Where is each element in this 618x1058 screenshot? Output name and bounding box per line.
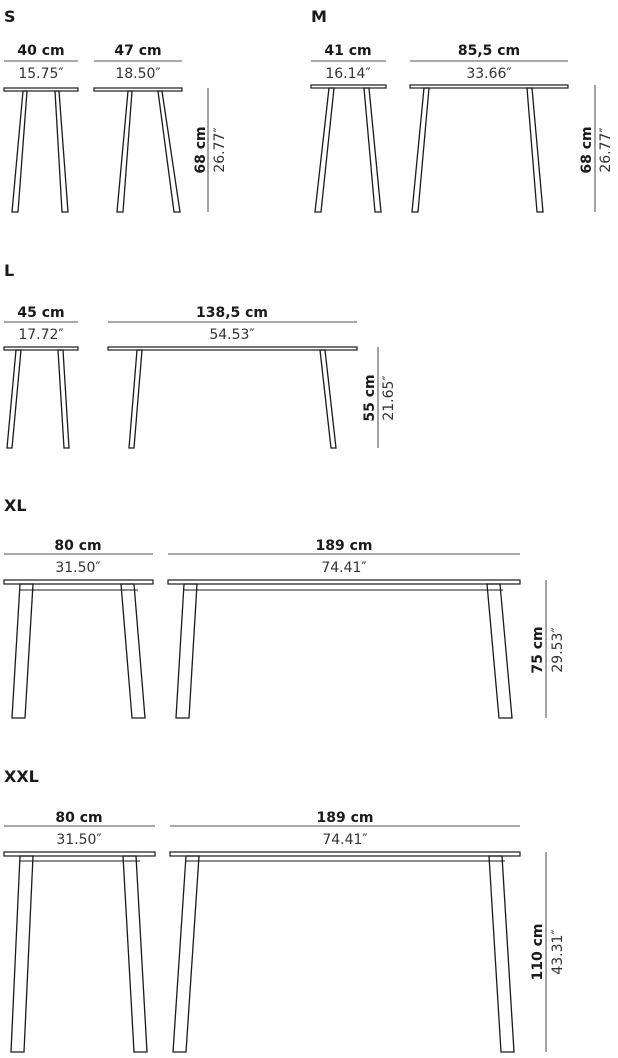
- size-xl-front-right-leg: [120, 583, 146, 719]
- size-l-side-right-leg: [319, 349, 337, 449]
- size-xxl-side-width-cm: 189 cm: [317, 810, 374, 826]
- size-m-front-width-in: 16.14″: [325, 66, 370, 82]
- size-m-side-view: 85,5 cm 33.66″: [409, 43, 569, 213]
- size-s-height: 68 cm 26.77″: [193, 88, 228, 212]
- size-s-front-width-in: 15.75″: [18, 66, 63, 82]
- size-xxl-side-width-in: 74.41″: [322, 832, 367, 848]
- size-xl-side-width-in: 74.41″: [321, 560, 366, 576]
- size-xl-front-width-cm: 80 cm: [54, 538, 101, 554]
- size-l-side-width-in: 54.53″: [209, 327, 254, 343]
- size-s-side-view: 47 cm 18.50″: [93, 43, 183, 213]
- size-l-height-cm: 55 cm: [362, 374, 378, 421]
- size-s-height-cm: 68 cm: [193, 126, 209, 173]
- size-xl-side-width-cm: 189 cm: [316, 538, 373, 554]
- size-xxl-front-width-cm: 80 cm: [55, 810, 102, 826]
- size-xxl-label: XXL: [4, 767, 39, 786]
- size-l-front-width-cm: 45 cm: [17, 305, 64, 321]
- size-m-height: 68 cm 26.77″: [579, 85, 614, 212]
- size-xl-side-view: 189 cm 74.41″: [167, 538, 521, 719]
- size-xl-side-tabletop: [167, 579, 521, 585]
- size-l-height: 55 cm 21.65″: [362, 347, 397, 448]
- size-xxl-side-tabletop: [169, 851, 521, 857]
- size-m-front-right-leg: [363, 87, 382, 213]
- size-xxl-front-view: 80 cm 31.50″: [3, 810, 156, 1053]
- size-m-side-width-in: 33.66″: [466, 66, 511, 82]
- size-m-side-right-leg: [526, 87, 544, 213]
- size-s-front-right-leg: [54, 90, 69, 213]
- size-l-label: L: [4, 261, 14, 280]
- size-xxl-side-right-leg: [488, 855, 515, 1053]
- size-s-height-in: 26.77″: [212, 127, 228, 172]
- size-m-front-width-cm: 41 cm: [324, 43, 371, 59]
- size-xl-front-width-in: 31.50″: [55, 560, 100, 576]
- size-xl-front-view: 80 cm 31.50″: [3, 538, 154, 719]
- size-xl-height-in: 29.53″: [550, 627, 566, 672]
- size-m-height-cm: 68 cm: [579, 126, 595, 173]
- size-m-group: M 41 cm 16.14″ 85,5 cm 33.66″ 68 cm 26.7…: [310, 7, 614, 213]
- size-xxl-front-tabletop: [3, 851, 156, 857]
- size-l-front-left-leg: [6, 349, 22, 449]
- size-s-side-width-cm: 47 cm: [114, 43, 161, 59]
- size-m-front-left-leg: [314, 87, 335, 213]
- size-xxl-front-width-in: 31.50″: [56, 832, 101, 848]
- size-l-front-right-leg: [57, 349, 70, 449]
- size-xxl-height-cm: 110 cm: [530, 924, 546, 981]
- size-m-side-width-cm: 85,5 cm: [458, 43, 520, 59]
- size-s-front-view: 40 cm 15.75″: [3, 43, 79, 213]
- size-xl-front-left-leg: [11, 583, 34, 719]
- size-xxl-side-left-leg: [172, 855, 200, 1053]
- size-l-group: L 45 cm 17.72″ 138,5 cm 54.53″ 55 cm 21.…: [3, 261, 397, 449]
- size-s-group: S 40 cm 15.75″ 47 cm 18.50″ 68 cm 26.77″: [3, 7, 228, 213]
- size-s-front-width-cm: 40 cm: [17, 43, 64, 59]
- size-s-label: S: [4, 7, 16, 26]
- size-l-side-view: 138,5 cm 54.53″: [107, 305, 358, 449]
- size-xl-side-left-leg: [175, 583, 198, 719]
- size-m-side-left-leg: [411, 87, 430, 213]
- size-s-side-width-in: 18.50″: [115, 66, 160, 82]
- size-m-height-in: 26.77″: [598, 127, 614, 172]
- size-xl-height: 75 cm 29.53″: [530, 580, 566, 718]
- size-xxl-height: 110 cm 43.31″: [530, 852, 566, 1052]
- size-l-side-width-cm: 138,5 cm: [196, 305, 268, 321]
- size-xl-group: XL 80 cm 31.50″ 189 cm 74.41″ 75 cm 29.5…: [3, 496, 566, 719]
- size-l-front-width-in: 17.72″: [18, 327, 63, 343]
- size-s-side-right-leg: [157, 90, 181, 213]
- size-m-front-view: 41 cm 16.14″: [310, 43, 387, 213]
- size-s-front-left-leg: [11, 90, 28, 213]
- size-xxl-front-left-leg: [10, 855, 34, 1053]
- size-xl-front-tabletop: [3, 579, 154, 585]
- size-xxl-height-in: 43.31″: [550, 929, 566, 974]
- size-xl-height-cm: 75 cm: [530, 626, 546, 673]
- size-xxl-group: XXL 80 cm 31.50″ 189 cm 74.41″ 110 cm 43…: [3, 767, 566, 1053]
- size-l-height-in: 21.65″: [381, 375, 397, 420]
- size-xl-side-right-leg: [486, 583, 513, 719]
- size-s-side-left-leg: [116, 90, 133, 213]
- size-m-label: M: [311, 7, 327, 26]
- size-xxl-front-right-leg: [122, 855, 148, 1053]
- size-l-front-view: 45 cm 17.72″: [3, 305, 79, 449]
- size-l-side-left-leg: [128, 349, 143, 449]
- size-xl-label: XL: [4, 496, 27, 515]
- size-xxl-side-view: 189 cm 74.41″: [169, 810, 521, 1053]
